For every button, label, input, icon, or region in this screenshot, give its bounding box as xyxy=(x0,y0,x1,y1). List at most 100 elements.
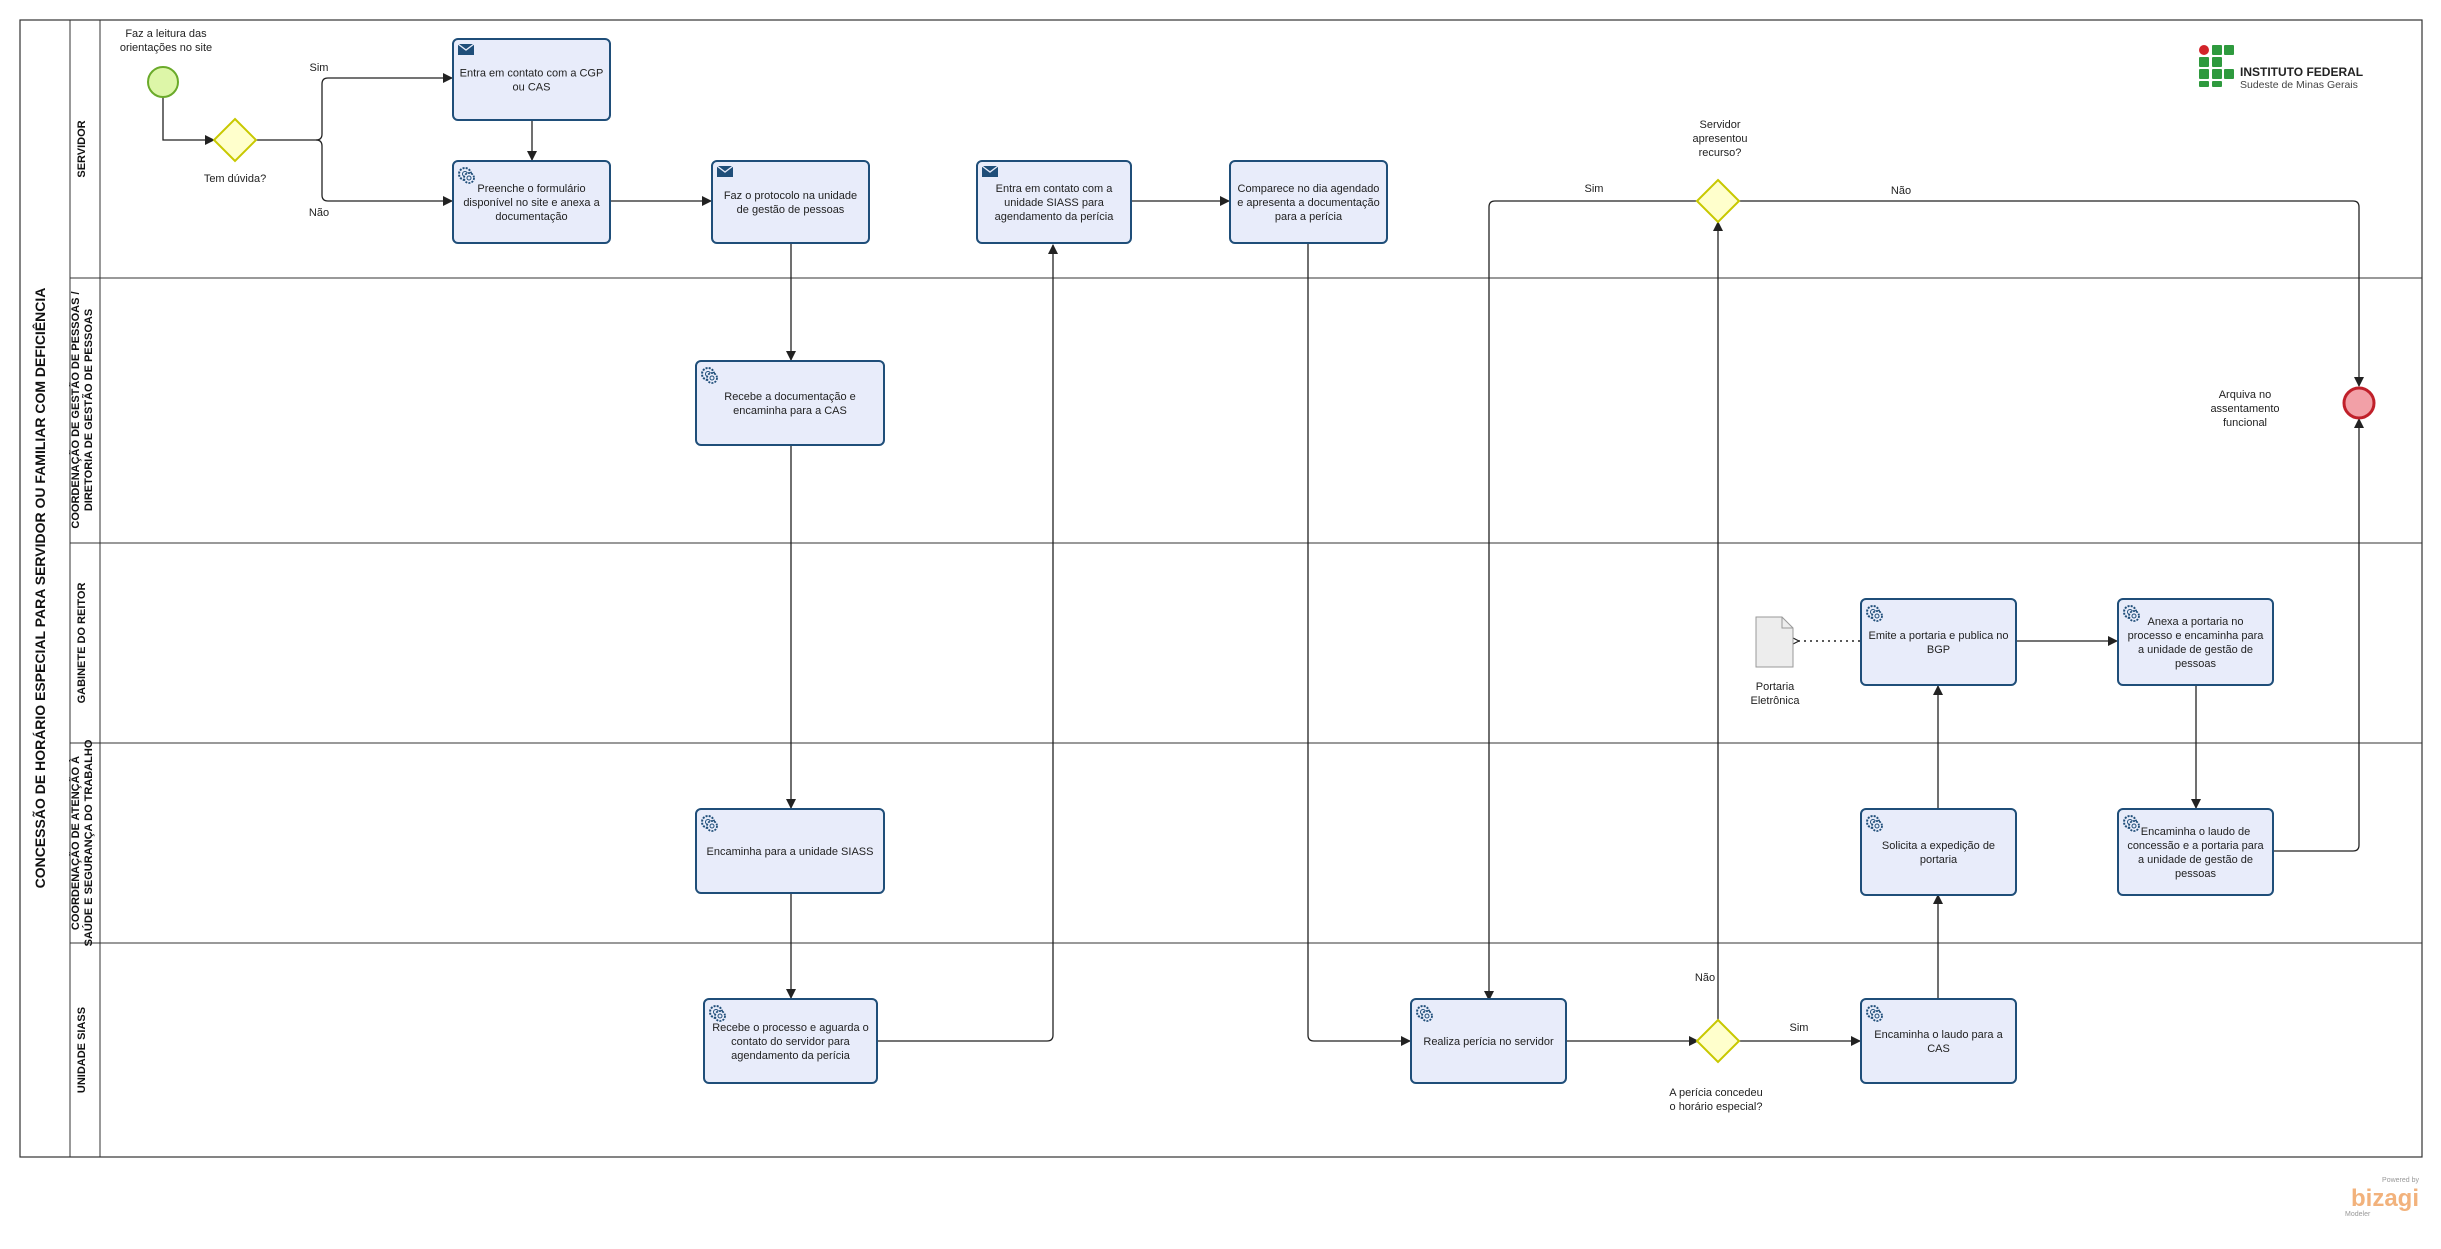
gateway-recurso-label-line: recurso? xyxy=(1699,147,1742,159)
start-event[interactable] xyxy=(147,66,179,98)
flow-gw2-yes xyxy=(1484,200,1698,1001)
task-t9[interactable]: Realiza perícia no servidor xyxy=(1410,998,1567,1084)
task-label: Comparece no dia agendado e apresenta a d… xyxy=(1237,183,1380,223)
task-label: Realiza perícia no servidor xyxy=(1423,1036,1554,1048)
gear-icon xyxy=(1866,1005,1883,1022)
gateway-recurso[interactable] xyxy=(1695,178,1741,224)
start-event-label-line: orientações no site xyxy=(120,42,212,54)
task-label: Encaminha o laudo para a CAS xyxy=(1874,1029,2003,1055)
task-t11[interactable]: Solicita a expedição de portaria xyxy=(1860,808,2017,896)
portaria-eletronica-artifact[interactable] xyxy=(1755,616,1794,668)
task-label-line: para a perícia xyxy=(1275,211,1343,223)
gear-icon xyxy=(2123,815,2140,832)
task-label-line: pessoas xyxy=(2175,658,2216,670)
lane-label-line: GABINETE DO REITOR xyxy=(76,583,88,704)
flow-t5-t9 xyxy=(1307,243,1411,1046)
gear-icon xyxy=(1866,815,1883,832)
watermark-product: Modeler xyxy=(2345,1211,2371,1218)
task-label-line: a unidade de gestão de xyxy=(2138,854,2253,866)
gateway-pericia[interactable] xyxy=(1695,1018,1741,1064)
flow-t14-end xyxy=(2274,418,2364,852)
tasks: Entra em contato com a CGP ou CAS Preenche… xyxy=(452,38,2274,1084)
lane-label-cas: COORDENAÇÃO DE ATENÇÃO ÀSAÚDE E SEGURANÇ… xyxy=(69,739,95,946)
bizagi-watermark: Powered by bizagi Modeler xyxy=(2345,1177,2419,1218)
task-t7[interactable]: Encaminha para a unidade SIASS xyxy=(695,808,885,894)
envelope-icon xyxy=(981,165,999,177)
gear-icon xyxy=(1866,605,1883,622)
logo: INSTITUTO FEDERAL Sudeste de Minas Gerai… xyxy=(2199,45,2363,91)
task-label-line: Solicita a expedição de xyxy=(1882,840,1995,852)
task-label: Entra em contato com a CGP ou CAS xyxy=(460,68,604,94)
flow-t8-t4 xyxy=(877,244,1058,1042)
flow-label-gw3-yes: Sim xyxy=(1790,1022,1809,1034)
gear-icon xyxy=(1416,1005,1433,1022)
task-label-line: e apresenta a documentação xyxy=(1237,197,1380,209)
task-label-line: portaria xyxy=(1920,854,1958,866)
flow-label-gw2-no: Não xyxy=(1891,185,1911,197)
task-label: Solicita a expedição de portaria xyxy=(1882,840,1995,866)
portaria-eletronica-label-line: Eletrônica xyxy=(1751,695,1801,707)
task-t5[interactable]: Comparece no dia agendado e apresenta a d… xyxy=(1229,160,1388,244)
task-label-line: Anexa a portaria no xyxy=(2147,616,2243,628)
task-label-line: Encaminha o laudo de xyxy=(2141,826,2250,838)
end-event-label-line: funcional xyxy=(2223,417,2267,429)
task-label-line: de gestão de pessoas xyxy=(737,204,845,216)
gateway-tem-duvida[interactable] xyxy=(212,117,258,163)
end-event-label: Arquiva no assentamento funcional xyxy=(2210,389,2279,429)
task-label-line: Entra em contato com a CGP xyxy=(460,68,604,80)
task-label-line: Encaminha o laudo para a xyxy=(1874,1029,2003,1041)
task-label-line: agendamento da perícia xyxy=(995,211,1115,223)
watermark-brand: bizagi xyxy=(2351,1185,2419,1212)
lane-label-line: SAÚDE E SEGURANÇA DO TRABALHO xyxy=(82,739,95,946)
gateway-pericia-label-line: o horário especial? xyxy=(1670,1101,1763,1113)
task-t13[interactable]: Anexa a portaria no processo e encaminha … xyxy=(2117,598,2274,686)
task-label-line: pessoas xyxy=(2175,868,2216,880)
lane-label-line: SERVIDOR xyxy=(76,120,88,177)
lane-label-line: DIRETORIA DE GESTÃO DE PESSOAS xyxy=(82,309,95,511)
lane-label-line: COORDENAÇÃO DE ATENÇÃO À xyxy=(69,756,82,930)
lane-label-line: COORDENAÇÃO DE GESTÃO DE PESSOAS / xyxy=(69,291,82,528)
task-t10[interactable]: Encaminha o laudo para a CAS xyxy=(1860,998,2017,1084)
lane-label-line: UNIDADE SIASS xyxy=(76,1007,88,1093)
task-label-line: Realiza perícia no servidor xyxy=(1423,1036,1554,1048)
lane-label-cgp: COORDENAÇÃO DE GESTÃO DE PESSOAS /DIRETO… xyxy=(69,291,95,528)
task-label-line: Comparece no dia agendado xyxy=(1238,183,1380,195)
gear-icon xyxy=(458,167,475,184)
task-label: Anexa a portaria no processo e encaminha … xyxy=(2128,616,2265,670)
flow-label-gw2-yes: Sim xyxy=(1585,183,1604,195)
envelope-icon xyxy=(457,43,475,55)
flow-start-to-gw1 xyxy=(162,97,215,145)
gear-icon xyxy=(701,367,718,384)
gateway-recurso-label-line: Servidor xyxy=(1700,119,1741,131)
flow-label-gw1-no: Não xyxy=(309,207,329,219)
lane-label-gabinete: GABINETE DO REITOR xyxy=(76,583,88,704)
flow-label-gw3-no: Não xyxy=(1695,972,1715,984)
task-label-line: processo e encaminha para xyxy=(2128,630,2265,642)
end-event[interactable] xyxy=(2342,386,2376,420)
task-label-line: encaminha para a CAS xyxy=(733,405,847,417)
task-label-line: contato do servidor para xyxy=(731,1036,851,1048)
task-t1[interactable]: Entra em contato com a CGP ou CAS xyxy=(452,38,611,121)
end-event-label-line: assentamento xyxy=(2210,403,2279,415)
task-label-line: Preenche o formulário xyxy=(477,183,585,195)
task-label-line: ou CAS xyxy=(513,82,551,94)
task-label-line: Encaminha para a unidade SIASS xyxy=(707,846,874,858)
end-event-label-line: Arquiva no xyxy=(2219,389,2272,401)
task-label: Encaminha para a unidade SIASS xyxy=(707,846,874,858)
task-label-line: CAS xyxy=(1927,1043,1950,1055)
task-label-line: Entra em contato com a xyxy=(996,183,1114,195)
